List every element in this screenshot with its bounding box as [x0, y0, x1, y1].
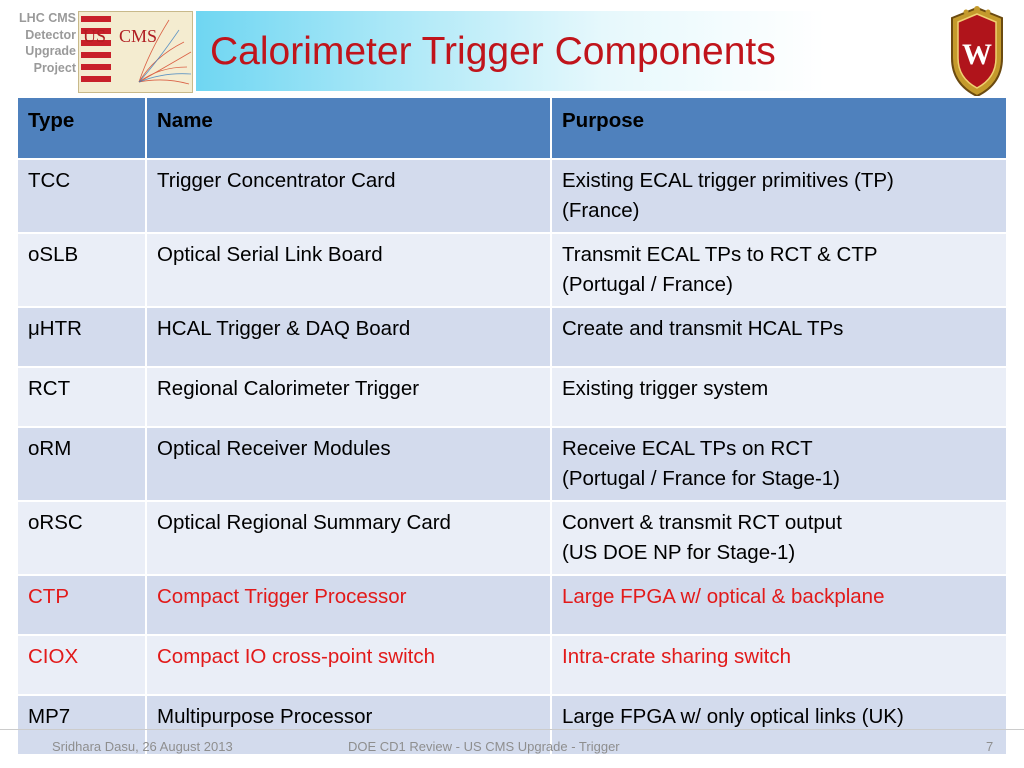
column-header-purpose: Purpose	[550, 96, 1008, 160]
cell-type: CTP	[16, 574, 147, 636]
cell-purpose: Existing trigger system	[550, 366, 1008, 428]
cell-purpose: Convert & transmit RCT output (US DOE NP…	[550, 500, 1008, 576]
cell-type: μHTR	[16, 306, 147, 368]
purpose-line: (Portugal / France)	[562, 273, 733, 296]
column-header-name: Name	[145, 96, 552, 160]
table-row: oRSC Optical Regional Summary Card Conve…	[16, 500, 1008, 576]
cell-purpose: Intra-crate sharing switch	[550, 634, 1008, 696]
purpose-line: Convert & transmit RCT output	[562, 511, 842, 534]
cell-purpose: Large FPGA w/ only optical links (UK)	[550, 694, 1008, 756]
title-banner: Calorimeter Trigger Components	[196, 11, 936, 91]
cell-type: oRSC	[16, 500, 147, 576]
purpose-line: Intra-crate sharing switch	[562, 645, 792, 668]
cell-name: Compact Trigger Processor	[145, 574, 552, 636]
cell-name: HCAL Trigger & DAQ Board	[145, 306, 552, 368]
purpose-line: Existing ECAL trigger primitives (TP)	[562, 169, 894, 192]
cell-name: Optical Receiver Modules	[145, 426, 552, 502]
cell-type: CIOX	[16, 634, 147, 696]
purpose-line: Existing trigger system	[562, 377, 769, 400]
purpose-line: (Portugal / France for Stage-1)	[562, 467, 841, 490]
crest-letter: W	[962, 38, 992, 71]
cell-name: Optical Regional Summary Card	[145, 500, 552, 576]
cell-name: Optical Serial Link Board	[145, 232, 552, 308]
purpose-line: Large FPGA w/ only optical links (UK)	[562, 705, 904, 728]
table-row: MP7 Multipurpose Processor Large FPGA w/…	[16, 694, 1008, 756]
cell-name: Trigger Concentrator Card	[145, 158, 552, 234]
logo-us-text: US	[83, 26, 106, 46]
cell-type: MP7	[16, 694, 147, 756]
cell-purpose: Transmit ECAL TPs to RCT & CTP (Portugal…	[550, 232, 1008, 308]
purpose-line: Create and transmit HCAL TPs	[562, 317, 844, 340]
cell-type: RCT	[16, 366, 147, 428]
cell-type: TCC	[16, 158, 147, 234]
table-row: RCT Regional Calorimeter Trigger Existin…	[16, 366, 1008, 428]
footer-divider	[0, 729, 1024, 730]
table-row-highlighted: CIOX Compact IO cross-point switch Intra…	[16, 634, 1008, 696]
table-header-row: Type Name Purpose	[16, 96, 1008, 160]
cell-type: oSLB	[16, 232, 147, 308]
cell-purpose: Create and transmit HCAL TPs	[550, 306, 1008, 368]
cell-name: Compact IO cross-point switch	[145, 634, 552, 696]
cell-type: oRM	[16, 426, 147, 502]
table-row-highlighted: CTP Compact Trigger Processor Large FPGA…	[16, 574, 1008, 636]
purpose-line: Receive ECAL TPs on RCT	[562, 437, 813, 460]
cell-purpose: Large FPGA w/ optical & backplane	[550, 574, 1008, 636]
cell-purpose: Existing ECAL trigger primitives (TP) (F…	[550, 158, 1008, 234]
project-label-line: Upgrade	[25, 44, 76, 58]
university-crest: W	[944, 2, 1010, 98]
page-number: 7	[986, 739, 994, 754]
page-title: Calorimeter Trigger Components	[210, 30, 776, 73]
table-row: oRM Optical Receiver Modules Receive ECA…	[16, 426, 1008, 502]
table-row: TCC Trigger Concentrator Card Existing E…	[16, 158, 1008, 234]
footer-author-date: Sridhara Dasu, 26 August 2013	[52, 739, 233, 754]
cell-name: Multipurpose Processor	[145, 694, 552, 756]
cell-name: Regional Calorimeter Trigger	[145, 366, 552, 428]
table-row: oSLB Optical Serial Link Board Transmit …	[16, 232, 1008, 308]
purpose-line: (US DOE NP for Stage-1)	[562, 541, 796, 564]
purpose-line: (France)	[562, 199, 640, 222]
table-row: μHTR HCAL Trigger & DAQ Board Create and…	[16, 306, 1008, 368]
cell-purpose: Receive ECAL TPs on RCT (Portugal / Fran…	[550, 426, 1008, 502]
project-label-line: Detector	[25, 27, 76, 42]
project-label: LHC CMS Detector Upgrade Project	[0, 10, 76, 76]
purpose-line: Large FPGA w/ optical & backplane	[562, 585, 885, 608]
project-label-line: LHC CMS	[19, 11, 76, 25]
footer-event: DOE CD1 Review - US CMS Upgrade - Trigge…	[348, 739, 620, 754]
purpose-line: Transmit ECAL TPs to RCT & CTP	[562, 243, 878, 266]
components-table: Type Name Purpose TCC Trigger Concentrat…	[16, 96, 1008, 756]
us-cms-logo: US CMS	[78, 11, 193, 93]
column-header-type: Type	[16, 96, 147, 160]
project-label-line: Project	[33, 60, 76, 75]
flag-stripes	[81, 16, 111, 82]
logo-cms-text: CMS	[119, 26, 157, 46]
